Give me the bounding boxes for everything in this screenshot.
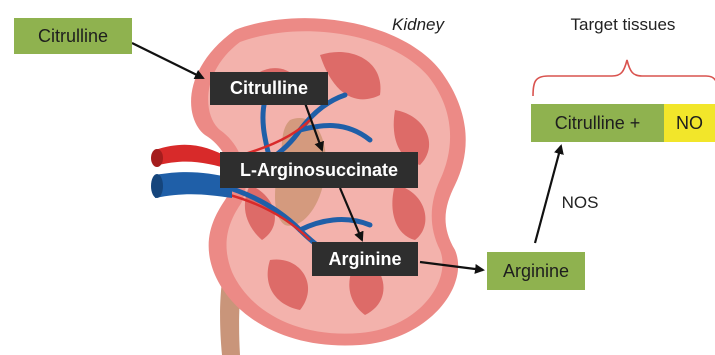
nos-label: NOS — [556, 190, 604, 216]
citrulline-kidney-label: Citrulline — [210, 72, 328, 105]
arrow-citrulline-into-kidney — [132, 43, 203, 78]
argininosuccinate-label: L-Arginosuccinate — [220, 152, 418, 188]
arginine-output-label: Arginine — [487, 252, 585, 290]
citrulline-plus-label: Citrulline + — [531, 104, 664, 142]
target-tissues-bracket — [533, 60, 715, 96]
citrulline-input-label: Citrulline — [14, 18, 132, 54]
nitric-oxide-label: NO — [664, 104, 715, 142]
target-tissues-label: Target tissues — [548, 12, 698, 38]
arginine-kidney-label: Arginine — [312, 242, 418, 276]
kidney-label: Kidney — [383, 12, 453, 38]
